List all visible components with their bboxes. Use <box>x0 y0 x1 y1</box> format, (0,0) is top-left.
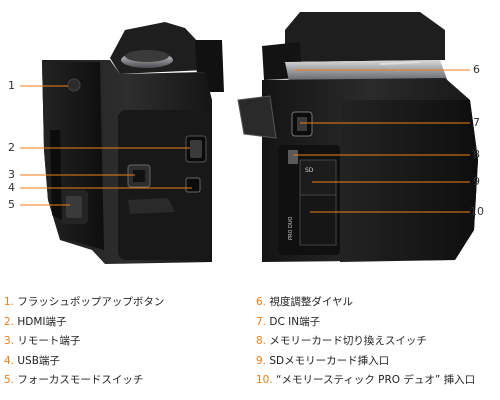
legend-item: 9. SDメモリーカード挿入口 <box>256 352 475 372</box>
legend-num: 2. <box>4 315 15 328</box>
legend-label: HDMI端子 <box>17 315 67 328</box>
camera-photo: SD PRO DUO <box>20 12 478 264</box>
legend-item: 2. HDMI端子 <box>4 313 164 333</box>
callout-7: 7 <box>473 116 480 129</box>
callout-9: 9 <box>473 175 480 188</box>
legend-item: 7. DC IN端子 <box>256 313 475 333</box>
legend-label: “メモリースティック PRO デュオ” 挿入口 <box>276 374 476 386</box>
callout-4: 4 <box>8 181 15 194</box>
legend-item: 6. 視度調整ダイヤル <box>256 293 475 313</box>
sd-label: SD <box>305 167 314 174</box>
callout-8: 8 <box>473 148 480 161</box>
legend-num: 8. <box>256 335 267 347</box>
legend-left: 1. フラッシュポップアップボタン 2. HDMI端子 3. リモート端子 4.… <box>4 293 164 391</box>
callout-lines-left <box>20 85 192 206</box>
legend-num: 5. <box>4 374 15 386</box>
callout-6: 6 <box>473 63 480 76</box>
legend-label: USB端子 <box>17 354 60 367</box>
legend-num: 10. <box>256 374 273 386</box>
legend-label: メモリーカード切り換えスイッチ <box>269 335 427 347</box>
legend-num: 4. <box>4 354 15 367</box>
legend-label: SDメモリーカード挿入口 <box>269 354 390 367</box>
legend-label: フォーカスモードスイッチ <box>17 374 144 386</box>
callout-5: 5 <box>8 198 15 211</box>
legend-num: 3. <box>4 335 15 347</box>
callout-1: 1 <box>8 79 15 92</box>
callout-10: 10 <box>470 205 484 218</box>
callout-3: 3 <box>8 168 15 181</box>
legend-item: 4. USB端子 <box>4 352 164 372</box>
legend-num: 1. <box>4 296 15 308</box>
right-camera-view: SD PRO DUO <box>237 12 478 262</box>
legend-item: 1. フラッシュポップアップボタン <box>4 293 164 313</box>
legend-label: DC IN端子 <box>269 315 321 328</box>
legend-num: 9. <box>256 354 267 367</box>
legend-label: 視度調整ダイヤル <box>269 296 354 308</box>
legend-item: 3. リモート端子 <box>4 332 164 352</box>
legend-right: 6. 視度調整ダイヤル 7. DC IN端子 8. メモリーカード切り換えスイッ… <box>256 293 475 391</box>
legend-num: 6. <box>256 296 267 308</box>
legend-label: フラッシュポップアップボタン <box>17 296 165 308</box>
legend-item: 5. フォーカスモードスイッチ <box>4 371 164 391</box>
left-camera-view <box>42 22 224 264</box>
callout-2: 2 <box>8 141 15 154</box>
callout-lines-right <box>293 69 470 213</box>
legend-label: リモート端子 <box>17 335 81 347</box>
legend-item: 8. メモリーカード切り換えスイッチ <box>256 332 475 352</box>
legend-num: 7. <box>256 315 267 328</box>
ms-label: PRO DUO <box>288 216 294 240</box>
legend-item: 10. “メモリースティック PRO デュオ” 挿入口 <box>256 371 475 391</box>
